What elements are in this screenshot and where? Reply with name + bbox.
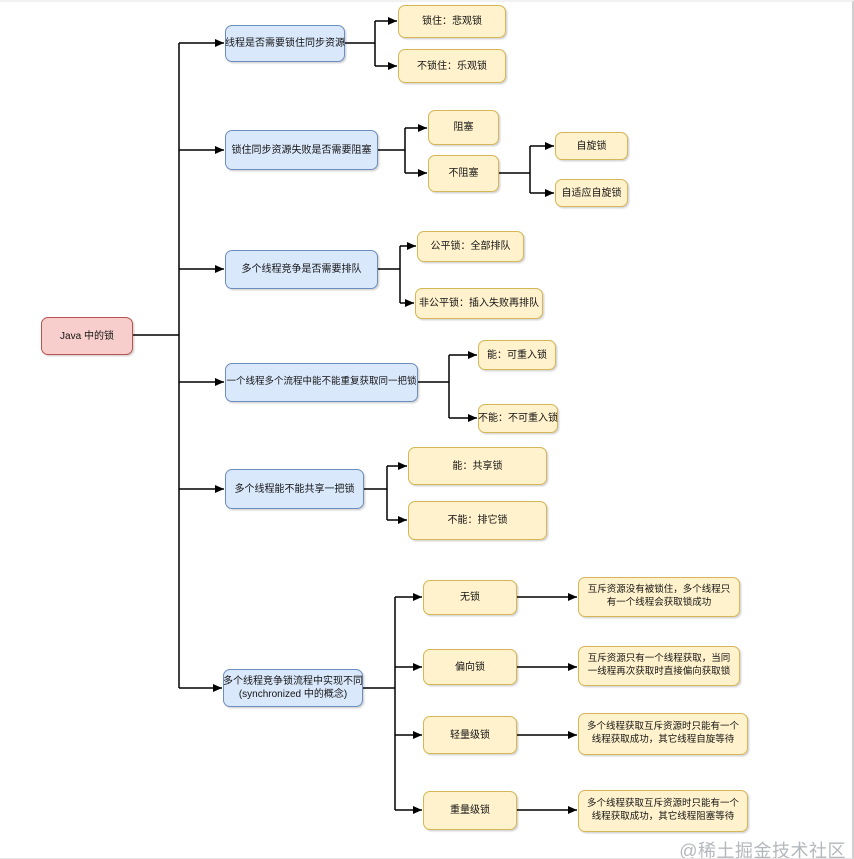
question-node-synchronized-impl-line1: 多个线程竞争锁流程中实现不同 [223, 676, 363, 687]
question-node-synchronized-impl-line2: (synchronized 中的概念) [238, 689, 348, 700]
answer-node-reentrant-lock: 能：可重入锁 [478, 340, 556, 370]
question-node-need-block: 锁住同步资源失败是否需要阻塞 [225, 130, 378, 170]
answer-node-non-reentrant-lock: 不能：不可重入锁 [478, 404, 558, 433]
answer-node-no-lock: 无锁 [423, 580, 517, 615]
question-node-share-lock: 多个线程能不能共享一把锁 [225, 469, 364, 509]
answer-node-blocking: 阻塞 [428, 110, 499, 145]
desc-node-biased-lock: 互斥资源只有一个线程获取，当同一线程再次获取时直接偏向获取锁 [578, 646, 740, 686]
answer-node-spin-lock: 自旋锁 [555, 132, 628, 160]
answer-node-unfair-lock: 非公平锁：插入失败再排队 [415, 288, 543, 319]
question-node-synchronized-impl: 多个线程竞争锁流程中实现不同 (synchronized 中的概念) [223, 669, 363, 707]
desc-node-heavyweight-lock: 多个线程获取互斥资源时只能有一个线程获取成功，其它线程阻塞等待 [578, 790, 748, 832]
answer-node-lightweight-lock: 轻量级锁 [423, 716, 517, 754]
answer-node-adaptive-spin-lock: 自适应自旋锁 [555, 179, 628, 207]
answer-node-optimistic-lock: 不锁住：乐观锁 [398, 49, 506, 83]
desc-node-no-lock: 互斥资源没有被锁住，多个线程只有一个线程会获取锁成功 [578, 577, 740, 617]
desc-node-lightweight-lock: 多个线程获取互斥资源时只能有一个线程获取成功，其它线程自旋等待 [578, 713, 748, 755]
answer-node-biased-lock: 偏向锁 [423, 649, 517, 685]
answer-node-exclusive-lock: 不能：排它锁 [408, 501, 547, 540]
answer-node-non-blocking: 不阻塞 [428, 155, 499, 192]
answer-node-shared-lock: 能：共享锁 [408, 447, 547, 485]
root-node-java-locks: Java 中的锁 [41, 317, 133, 355]
answer-node-pessimistic-lock: 锁住：悲观锁 [398, 5, 506, 38]
question-node-reentrant: 一个线程多个流程中能不能重复获取同一把锁 [225, 363, 418, 402]
answer-node-fair-lock: 公平锁：全部排队 [417, 231, 524, 262]
question-node-need-lock: 线程是否需要锁住同步资源 [225, 25, 345, 62]
watermark-text: @稀土掘金技术社区 [679, 841, 846, 859]
answer-node-heavyweight-lock: 重量级锁 [423, 791, 517, 830]
question-node-need-queue: 多个线程竞争是否需要排队 [225, 250, 378, 289]
